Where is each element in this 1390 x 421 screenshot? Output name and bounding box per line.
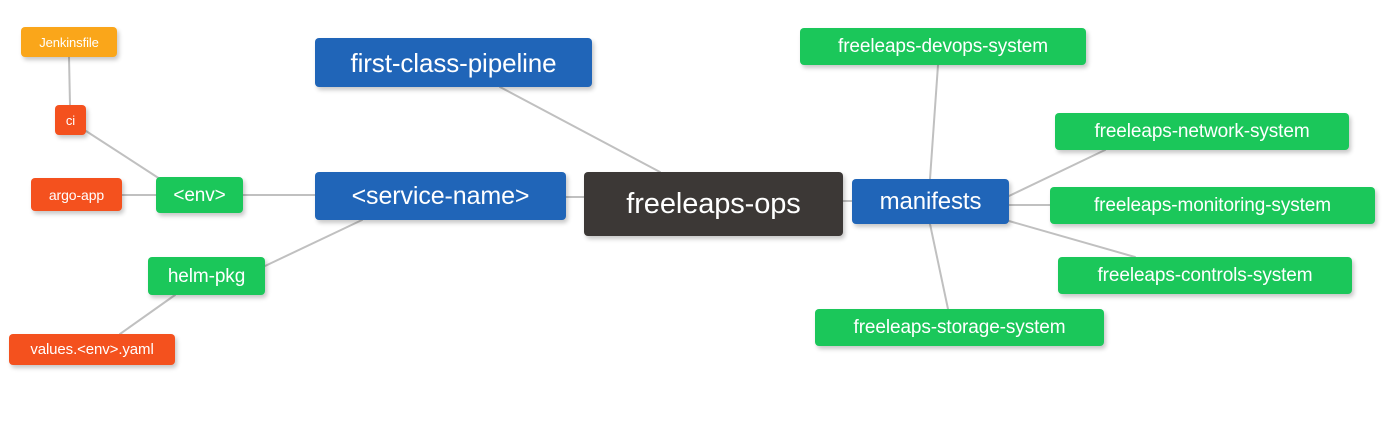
edge-helm-pkg-to-service-name	[264, 219, 363, 267]
edge-manifests-to-controls	[1008, 220, 1136, 258]
edge-ci-to-env	[85, 130, 161, 180]
mindmap-node-values-yaml[interactable]: values.<env>.yaml	[9, 334, 175, 365]
mindmap-node-helm-pkg[interactable]: helm-pkg	[148, 257, 265, 295]
mindmap-node-label: first-class-pipeline	[350, 47, 557, 78]
mindmap-node-controls[interactable]: freeleaps-controls-system	[1058, 257, 1352, 294]
mindmap-node-network[interactable]: freeleaps-network-system	[1055, 113, 1349, 150]
mindmap-node-label: <env>	[173, 184, 226, 206]
edge-pipeline-to-root	[499, 86, 661, 173]
mindmap-node-label: freeleaps-network-system	[1094, 121, 1310, 142]
mindmap-node-ci[interactable]: ci	[55, 105, 86, 135]
edge-jenkinsfile-to-ci	[68, 56, 71, 106]
edge-manifests-to-devops	[929, 64, 939, 180]
mindmap-node-label: Jenkinsfile	[39, 34, 99, 50]
mindmap-node-service-name[interactable]: <service-name>	[315, 172, 566, 220]
mindmap-node-label: helm-pkg	[167, 265, 246, 287]
mindmap-node-pipeline[interactable]: first-class-pipeline	[315, 38, 592, 87]
edge-values-yaml-to-helm-pkg	[119, 294, 176, 335]
mindmap-node-label: argo-app	[48, 186, 105, 203]
mindmap-node-label: freeleaps-storage-system	[853, 317, 1066, 338]
mindmap-node-label: freeleaps-ops	[626, 187, 801, 220]
mindmap-node-label: freeleaps-devops-system	[838, 36, 1048, 57]
mindmap-node-env[interactable]: <env>	[156, 177, 243, 213]
mindmap-node-label: manifests	[879, 187, 982, 215]
mindmap-node-label: freeleaps-monitoring-system	[1094, 195, 1331, 216]
mindmap-node-manifests[interactable]: manifests	[852, 179, 1009, 224]
mindmap-node-argo-app[interactable]: argo-app	[31, 178, 122, 211]
mindmap-node-label: freeleaps-controls-system	[1097, 265, 1313, 286]
mindmap-node-label: <service-name>	[351, 181, 530, 210]
edge-manifests-to-storage	[929, 223, 949, 310]
mindmap-node-jenkinsfile[interactable]: Jenkinsfile	[21, 27, 117, 57]
mindmap-node-storage[interactable]: freeleaps-storage-system	[815, 309, 1104, 346]
mindmap-node-devops[interactable]: freeleaps-devops-system	[800, 28, 1086, 65]
mindmap-node-monitoring[interactable]: freeleaps-monitoring-system	[1050, 187, 1375, 224]
mindmap-node-label: ci	[65, 112, 76, 128]
mindmap-node-label: values.<env>.yaml	[30, 341, 154, 358]
mindmap-node-root[interactable]: freeleaps-ops	[584, 172, 843, 236]
